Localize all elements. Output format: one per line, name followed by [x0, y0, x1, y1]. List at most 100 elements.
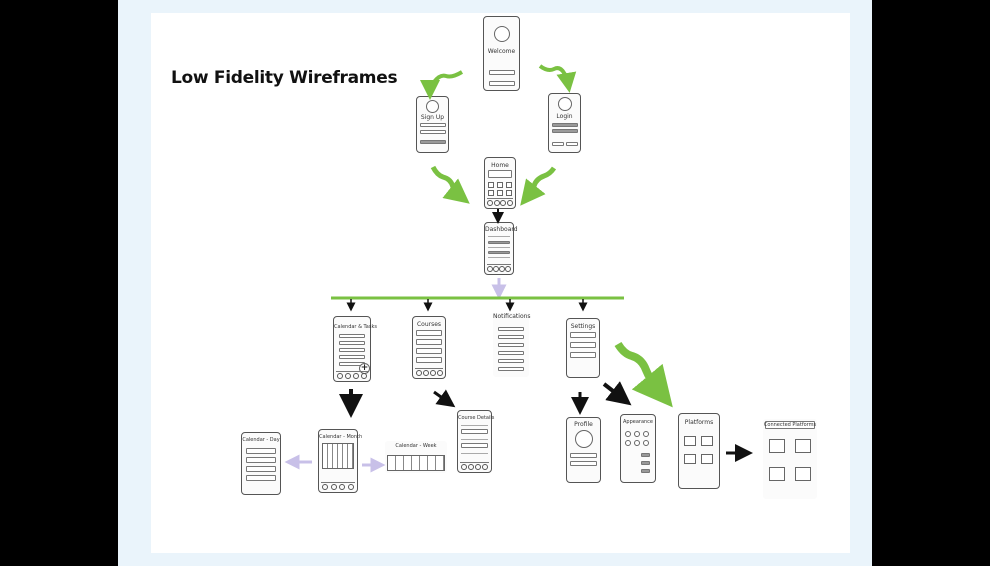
grid-icon: [497, 182, 503, 188]
tab-bar: [487, 264, 511, 272]
option-icon: [643, 431, 649, 437]
green-arrow: [538, 64, 577, 93]
screen-calendar-month: Calendar - Month: [318, 429, 363, 493]
toggle-placeholder: [641, 461, 650, 465]
row-placeholder: [461, 443, 488, 448]
screen-home: Home: [484, 157, 516, 209]
row-placeholder: [246, 448, 276, 454]
screen-profile: Profile: [566, 417, 601, 483]
option-icon: [625, 431, 631, 437]
button-placeholder: [489, 70, 515, 75]
text-line: [488, 236, 510, 237]
row-placeholder: [570, 352, 596, 358]
screen-welcome: Welcome: [483, 16, 520, 91]
screen-connected-platforms: Connected Platforms: [762, 418, 818, 500]
green-arrow: [614, 341, 673, 408]
screen-label: Sign Up: [420, 114, 445, 121]
row-placeholder: [570, 332, 596, 338]
screen-label: Course Details: [458, 415, 495, 421]
avatar-placeholder: [426, 100, 439, 113]
field-placeholder: [420, 130, 446, 134]
text-line: [461, 453, 488, 454]
option-icon: [643, 440, 649, 446]
green-arrow: [430, 165, 470, 204]
screen-appearance: Appearance: [620, 414, 656, 483]
screen-label: Calendar - Week: [395, 443, 437, 449]
field-placeholder: [570, 453, 597, 458]
platform-icon: [795, 467, 811, 481]
green-arrow: [420, 70, 464, 100]
screen-calendar-tasks: Calendar & Tasks +: [333, 316, 377, 382]
button-placeholder: [552, 142, 564, 146]
tab-bar: [321, 482, 355, 490]
row-placeholder: [461, 429, 488, 434]
platform-icon: [769, 439, 785, 453]
avatar-placeholder: [494, 26, 510, 42]
screen-notifications: Notifications: [492, 312, 531, 378]
button-placeholder: [489, 81, 515, 86]
screen-calendar-week: Calendar - Week: [384, 440, 448, 474]
option-icon: [634, 440, 640, 446]
row-placeholder: [498, 335, 524, 339]
screen-label: Settings: [570, 323, 596, 330]
screen-label: Appearance: [622, 419, 654, 425]
screen-platforms: Platforms: [678, 413, 720, 489]
screen-course-details: Course Details: [457, 410, 495, 473]
field-placeholder: [420, 123, 446, 127]
row-placeholder: [416, 339, 442, 345]
option-icon: [634, 431, 640, 437]
tab-bar: [336, 371, 368, 379]
black-arrow: [602, 381, 632, 406]
row-placeholder: [488, 241, 510, 244]
screen-label: Connected Platforms: [763, 422, 817, 428]
row-placeholder: [339, 355, 365, 359]
screen-settings: Settings: [566, 318, 600, 378]
platform-icon: [701, 436, 713, 446]
screen-label: Courses: [416, 321, 442, 328]
row-placeholder: [498, 343, 524, 347]
row-placeholder: [339, 348, 365, 352]
grid-icon: [488, 190, 494, 196]
screen-label: Dashboard: [485, 226, 518, 233]
platform-icon: [684, 454, 696, 464]
button-placeholder: [566, 142, 578, 146]
field-placeholder: [570, 461, 597, 466]
row-placeholder: [246, 457, 276, 463]
screen-label: Calendar - Day: [242, 437, 280, 443]
platform-icon: [684, 436, 696, 446]
row-placeholder: [246, 475, 276, 481]
row-placeholder: [416, 357, 442, 363]
option-icon: [625, 440, 631, 446]
toggle-placeholder: [641, 469, 650, 473]
tab-bar: [415, 368, 443, 376]
grid-icon: [506, 190, 512, 196]
avatar-placeholder: [558, 97, 572, 111]
field-placeholder: [552, 123, 578, 127]
button-placeholder: [420, 140, 446, 144]
row-placeholder: [498, 351, 524, 355]
row-placeholder: [498, 327, 524, 331]
field-placeholder: [552, 129, 578, 133]
page-title: Low Fidelity Wireframes: [171, 68, 398, 88]
platform-icon: [795, 439, 811, 453]
row-placeholder: [339, 341, 365, 345]
row-placeholder: [246, 466, 276, 472]
row-placeholder: [488, 251, 510, 254]
screen-courses: Courses: [412, 316, 446, 379]
screen-login: Login: [548, 93, 581, 153]
screen-label: Notifications: [493, 313, 531, 320]
row-placeholder: [570, 342, 596, 348]
screen-label: Login: [556, 113, 573, 120]
grid-icon: [506, 182, 512, 188]
week-grid: [387, 455, 445, 471]
banner-placeholder: [488, 170, 512, 178]
text-line: [488, 257, 510, 258]
screen-label: Platforms: [684, 419, 714, 426]
calendar-grid: [322, 443, 354, 469]
grid-icon: [488, 182, 494, 188]
platform-icon: [769, 467, 785, 481]
screen-label: Calendar - Month: [319, 434, 363, 440]
text-line: [461, 425, 488, 426]
text-line: [488, 247, 510, 248]
